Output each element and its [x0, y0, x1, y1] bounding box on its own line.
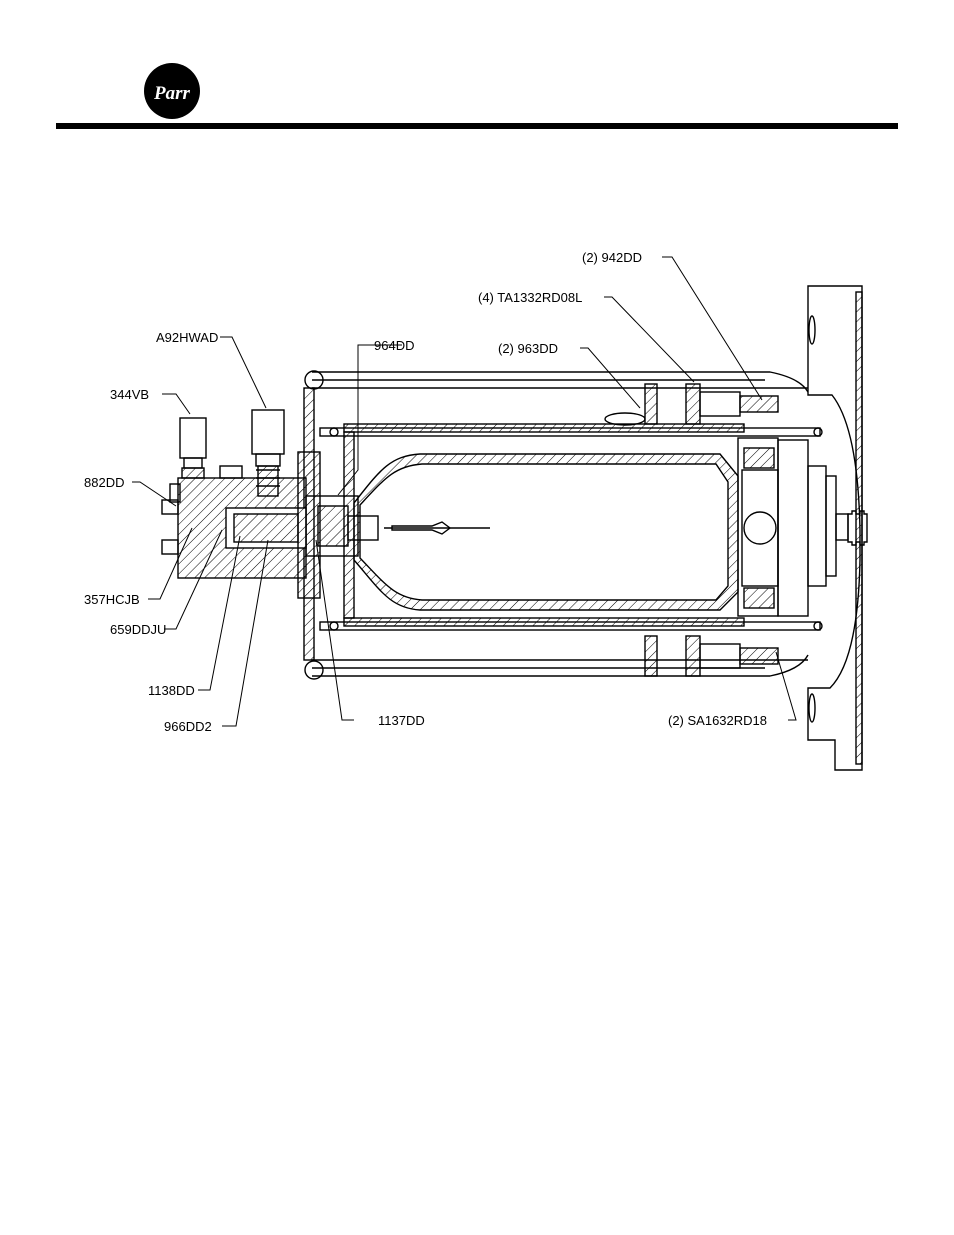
label-a92hwad: A92HWAD [156, 330, 218, 345]
label-963dd: (2) 963DD [498, 341, 558, 356]
label-964dd: 964DD [374, 338, 414, 353]
label-357hcjb: 357HCJB [84, 592, 140, 607]
label-ta1332rd08l: (4) TA1332RD08L [478, 290, 582, 305]
label-882dd: 882DD [84, 475, 124, 490]
label-1138dd: 1138DD [148, 683, 195, 698]
support-plate [808, 286, 862, 770]
label-966dd2: 966DD2 [164, 719, 212, 734]
inner-liner [354, 454, 738, 610]
label-659ddju: 659DDJU [110, 622, 166, 637]
end-closure [738, 438, 867, 616]
label-sa1632rd18: (2) SA1632RD18 [668, 713, 767, 728]
label-942dd: (2) 942DD [582, 250, 642, 265]
label-344vb: 344VB [110, 387, 149, 402]
label-1137dd: 1137DD [378, 713, 425, 728]
